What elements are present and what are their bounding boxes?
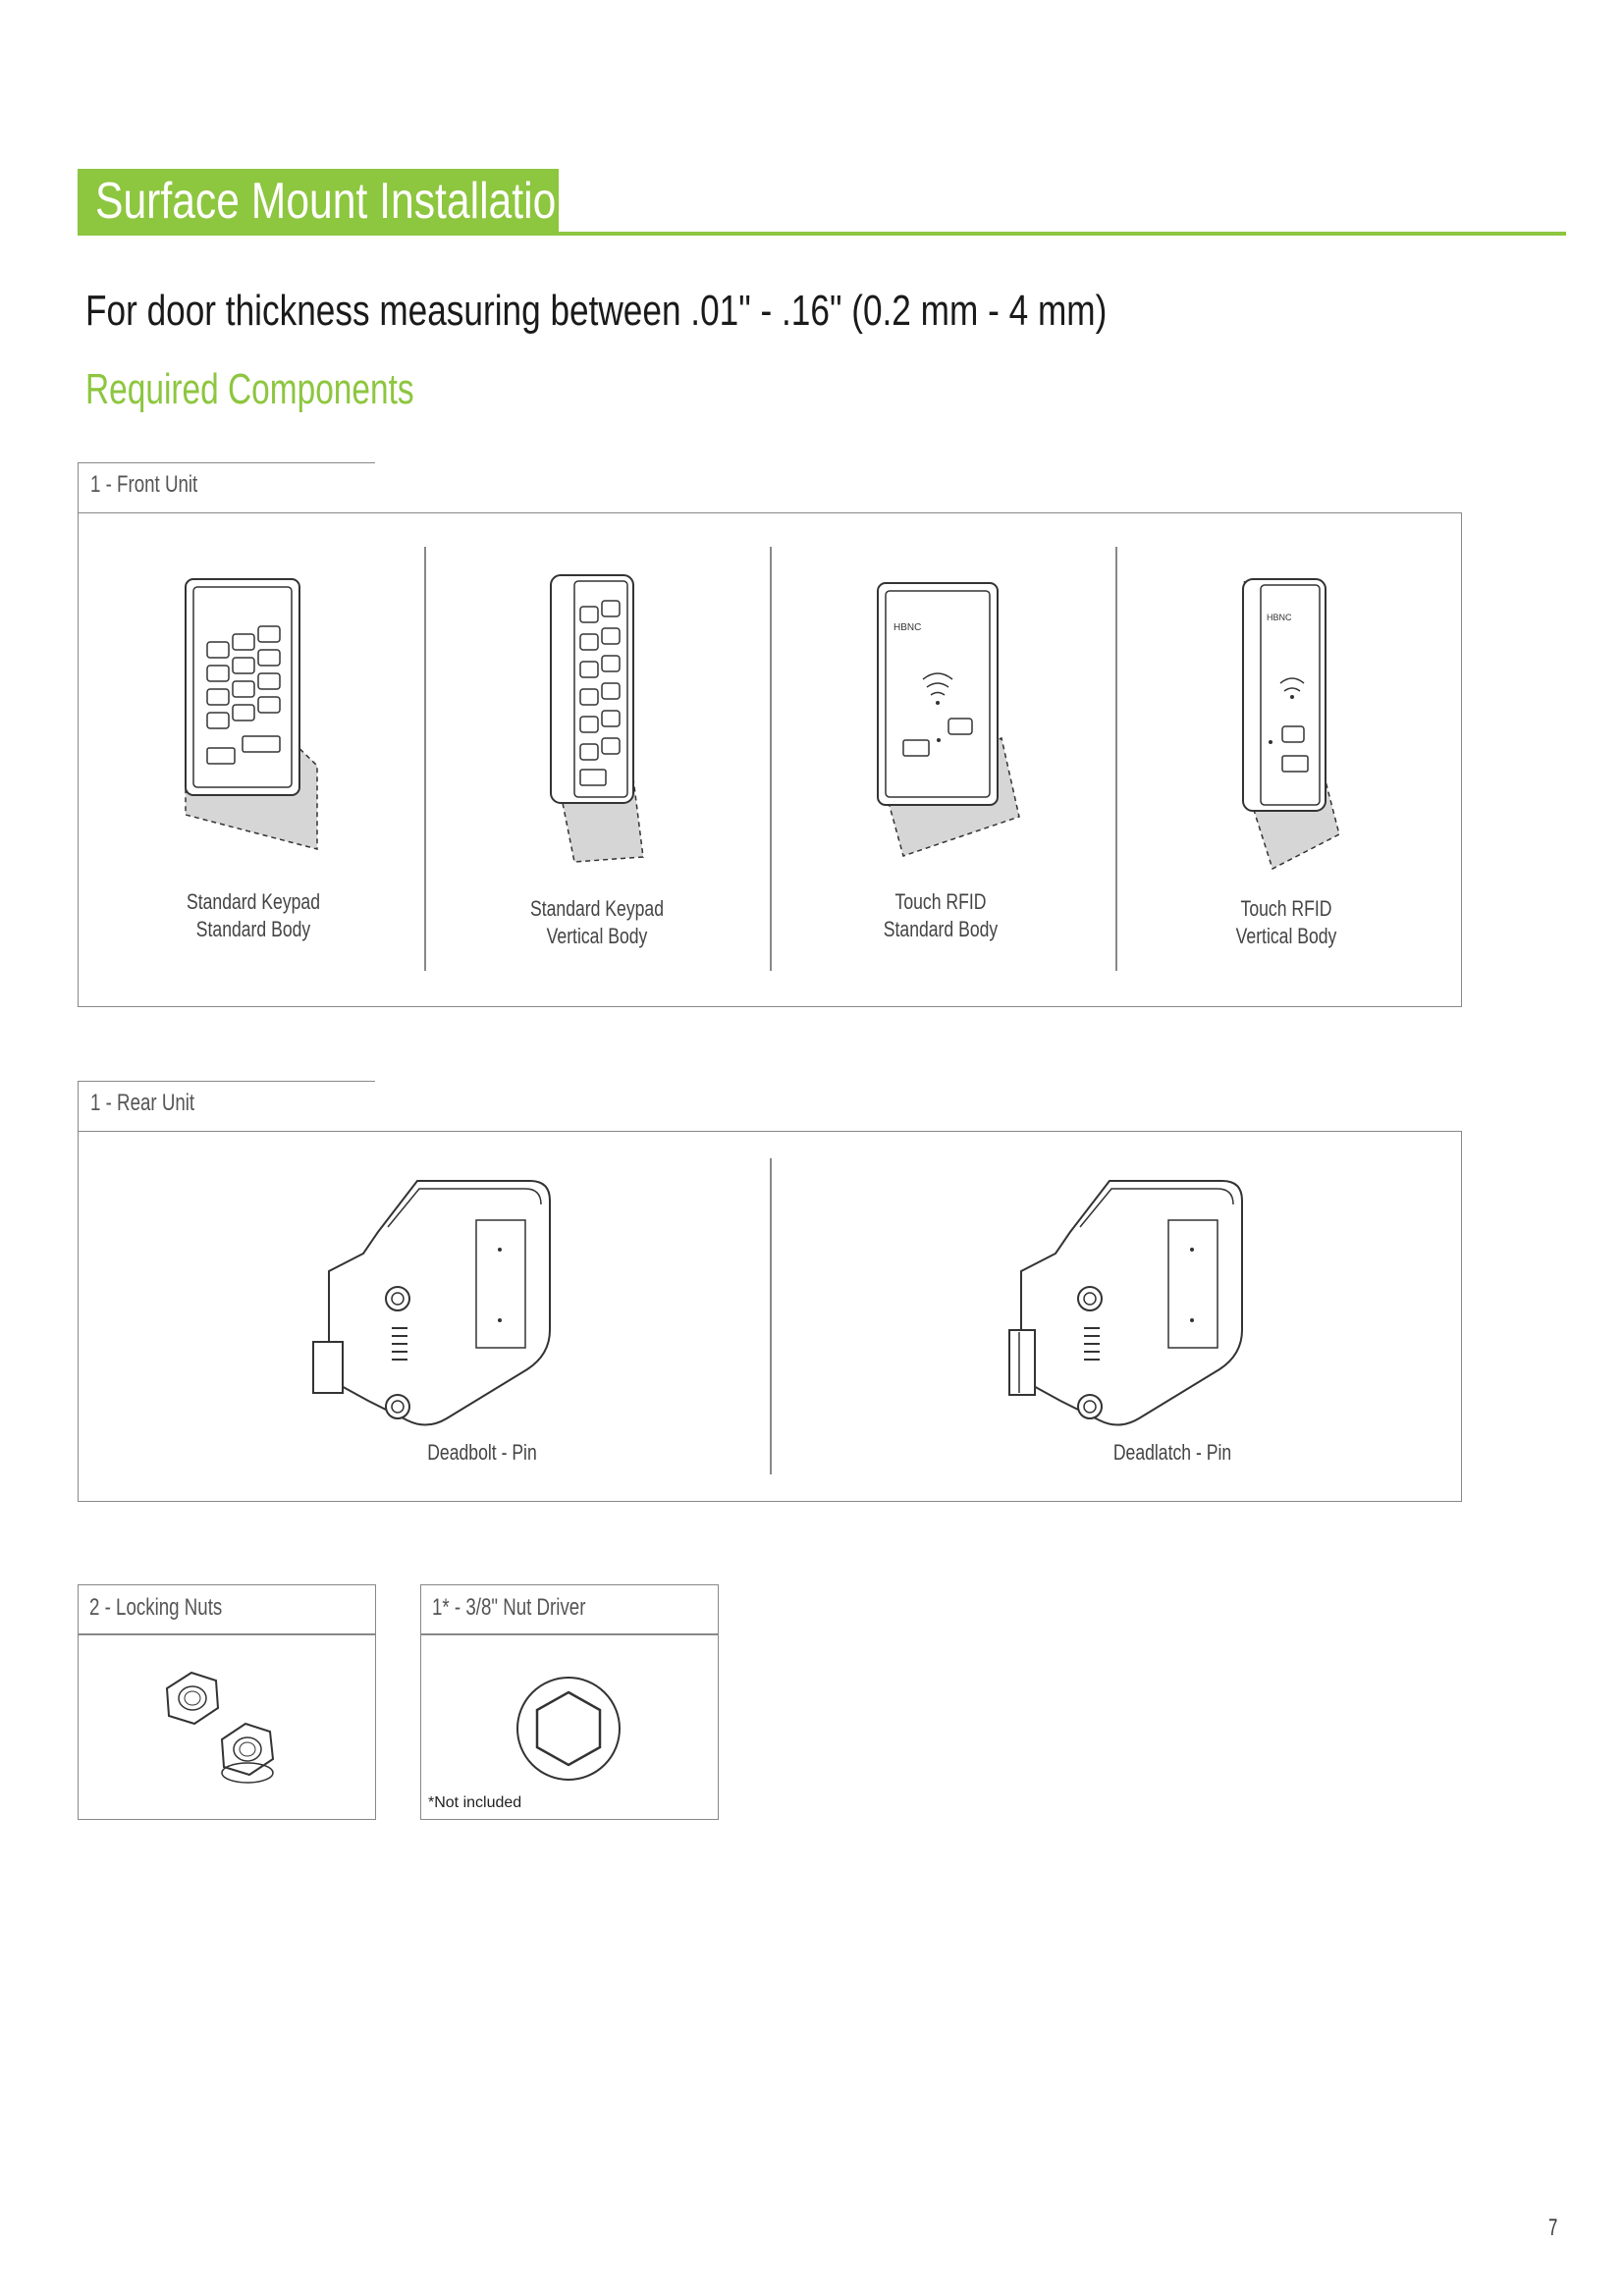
- front-divider-1: [424, 547, 426, 971]
- nut-driver-label: 1* - 3/8" Nut Driver: [432, 1594, 586, 1621]
- svg-text:HBNC: HBNC: [893, 622, 921, 633]
- front-item-2-line1: Standard Keypad: [529, 896, 665, 921]
- rear-item-2-label: Deadlatch - Pin: [1112, 1440, 1232, 1465]
- hex-socket-icon: [516, 1677, 621, 1781]
- front-item-4-caption: Touch RFID Vertical Body: [1188, 895, 1384, 950]
- rfid-lock-vertical-icon: HBNC: [1242, 578, 1340, 871]
- not-included-note: *Not included: [428, 1794, 522, 1811]
- page-number: 7: [1548, 2215, 1558, 2241]
- front-item-1-caption: Standard Keypad Standard Body: [155, 888, 352, 943]
- locking-nut-icon: [165, 1671, 275, 1784]
- keypad-lock-icon: [185, 578, 318, 850]
- required-components-heading: Required Components: [85, 365, 414, 413]
- section-title: Surface Mount Installation: [95, 173, 580, 230]
- rear-unit-label: 1 - Rear Unit: [90, 1090, 195, 1116]
- rear-unit-tab: 1 - Rear Unit: [78, 1081, 375, 1133]
- front-item-1-line2: Standard Body: [195, 917, 311, 941]
- section-title-band: [78, 169, 559, 235]
- front-item-4-line1: Touch RFID: [1240, 896, 1332, 921]
- rear-item-1-label: Deadbolt - Pin: [427, 1440, 537, 1465]
- front-item-3-line2: Standard Body: [883, 917, 999, 941]
- front-item-2-line2: Vertical Body: [546, 924, 648, 948]
- locking-nuts-label: 2 - Locking Nuts: [89, 1594, 223, 1621]
- deadlatch-rear-unit-icon: [1008, 1180, 1243, 1426]
- rear-divider: [770, 1158, 772, 1474]
- svg-text:HBNC: HBNC: [1267, 613, 1292, 622]
- locking-nuts-header-rule: [78, 1633, 376, 1635]
- front-item-3-line1: Touch RFID: [894, 889, 987, 914]
- front-unit-tab: 1 - Front Unit: [78, 462, 375, 514]
- rfid-lock-icon: HBNC: [877, 582, 1020, 857]
- front-unit-label: 1 - Front Unit: [90, 471, 198, 498]
- deadbolt-rear-unit-icon: [312, 1180, 551, 1426]
- front-item-4-line2: Vertical Body: [1235, 924, 1337, 948]
- door-thickness-subtitle: For door thickness measuring between .01…: [85, 287, 1108, 335]
- keypad-lock-vertical-icon: [550, 574, 644, 863]
- rear-item-1-caption: Deadbolt - Pin: [384, 1439, 580, 1467]
- front-item-1-line1: Standard Keypad: [186, 889, 321, 914]
- rear-item-2-caption: Deadlatch - Pin: [1074, 1439, 1271, 1467]
- locking-nuts-box: [78, 1584, 376, 1820]
- front-divider-3: [1115, 547, 1117, 971]
- front-divider-2: [770, 547, 772, 971]
- nut-driver-header-rule: [420, 1633, 719, 1635]
- section-title-rule: [78, 232, 1566, 236]
- front-item-3-caption: Touch RFID Standard Body: [842, 888, 1039, 943]
- front-item-2-caption: Standard Keypad Vertical Body: [499, 895, 695, 950]
